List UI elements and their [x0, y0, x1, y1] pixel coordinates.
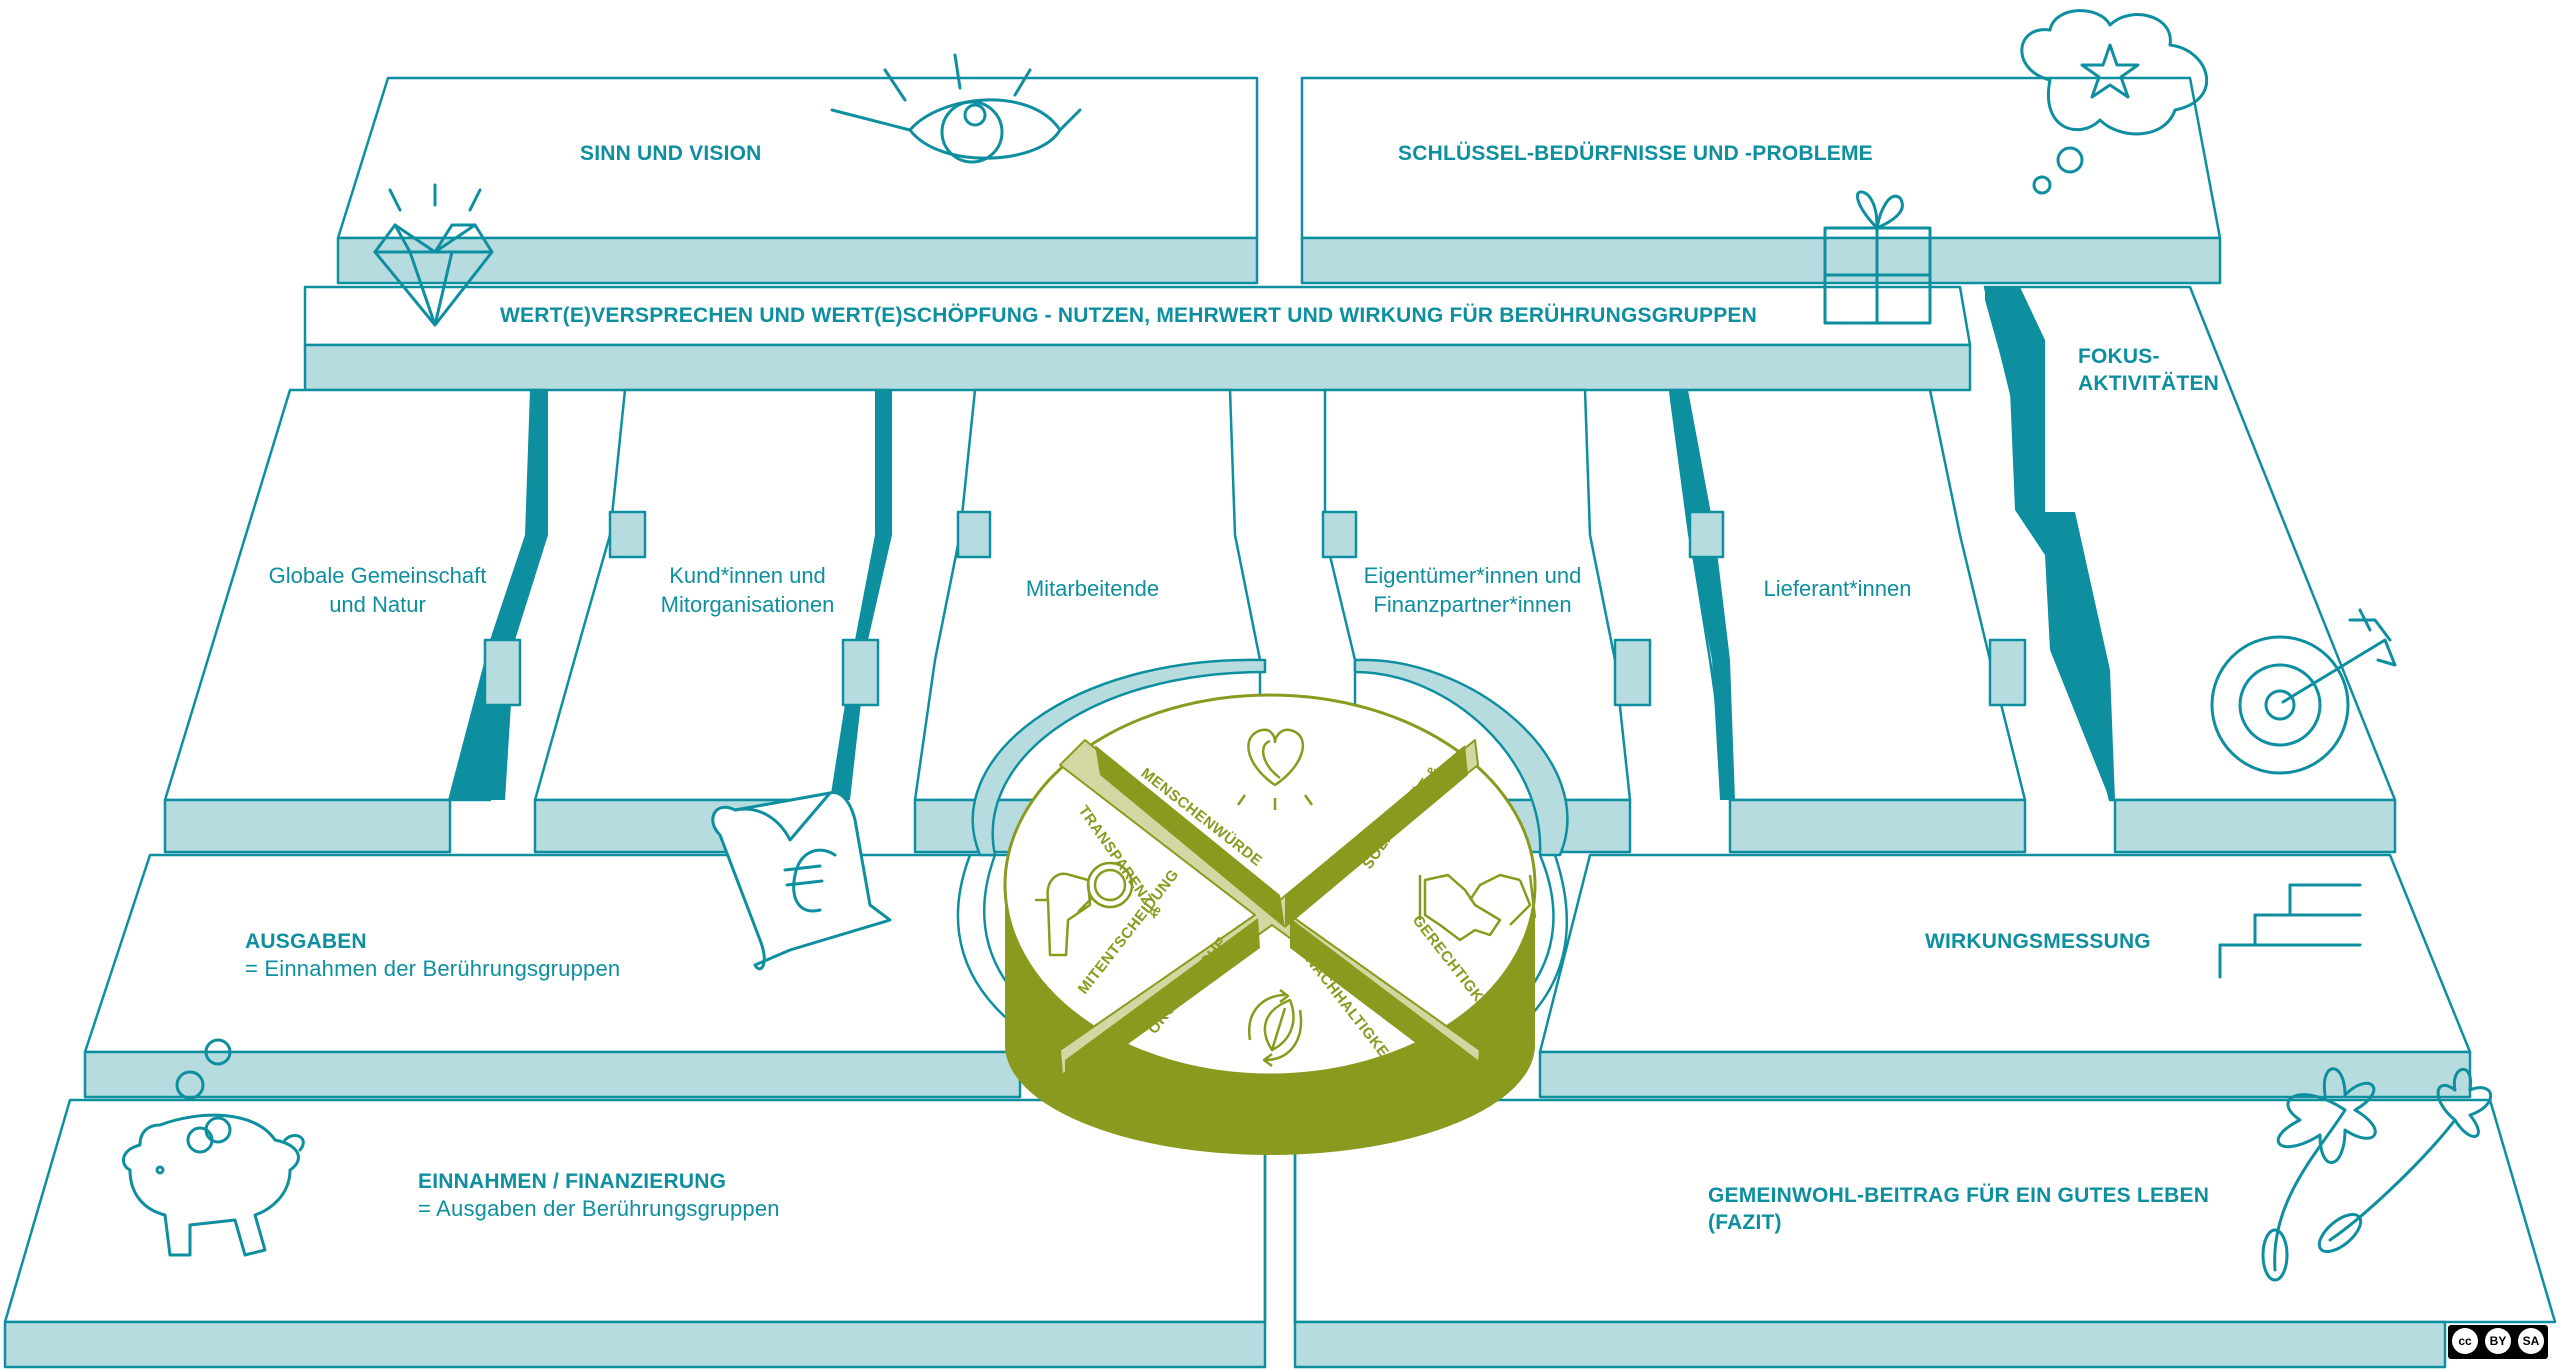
group-2-line1: Kund*innen und [669, 563, 826, 588]
group-1-line2: und Natur [329, 591, 426, 617]
panel-gemeinwohl-beitrag [1293, 1098, 2557, 1369]
cc-icon: cc [2452, 1328, 2478, 1354]
gemeinwohl-line2: (FAZIT) [1708, 1211, 1782, 1235]
piggy-bank-icon [121, 1038, 305, 1257]
panel-einnahmen [3, 1098, 1267, 1369]
diamond-icon [373, 183, 494, 327]
group-1-line1: Globale Gemeinschaft [268, 563, 487, 588]
thought-bubble-star-icon [2020, 9, 2209, 195]
panel-sinn-und-vision [336, 76, 1259, 285]
euro-receipt-icon [711, 790, 892, 971]
label-einnahmen: EINNAHMEN / FINANZIERUNG = Ausgaben der … [418, 1168, 780, 1224]
column-lieferantinnen [1668, 388, 2027, 854]
label-kundinnen: Kund*innen und Mitorganisationen [610, 562, 885, 619]
stairs-icon [2218, 883, 2362, 979]
magnifier-hand-icon [1035, 861, 1134, 957]
gemeinwohl-line1: GEMEINWOHL-BEITRAG FÜR EIN GUTES LEBEN [1708, 1184, 2210, 1207]
fokus-line1: FOKUS- [2078, 345, 2160, 368]
label-lieferantinnen: Lieferant*innen [1700, 575, 1975, 604]
leaf-recycle-icon [1247, 989, 1303, 1067]
panel-wirkungsmessung [1538, 853, 2472, 1099]
group-2-line2: Mitorganisationen [660, 591, 835, 617]
label-gemeinwohl-beitrag: GEMEINWOHL-BEITRAG FÜR EIN GUTES LEBEN (… [1708, 1182, 2209, 1237]
handshake-icon [1418, 873, 1537, 942]
gift-icon [1823, 190, 1932, 325]
label-wertversprechen: WERT(E)VERSPRECHEN UND WERT(E)SCHÖPFUNG … [500, 304, 1757, 327]
column-kundinnen [533, 388, 892, 854]
einnahmen-title: EINNAHMEN / FINANZIERUNG [418, 1170, 727, 1193]
sa-icon: SA [2518, 1328, 2544, 1354]
group-4-line1: Eigentümer*innen und [1363, 563, 1582, 588]
ausgaben-title: AUSGABEN [245, 930, 367, 953]
label-mitarbeitende: Mitarbeitende [955, 575, 1230, 604]
by-icon: BY [2485, 1328, 2511, 1354]
cc-license-badge[interactable]: cc BY SA [2448, 1325, 2548, 1359]
label-ausgaben: AUSGABEN = Einnahmen der Berührungsgrupp… [245, 928, 620, 984]
label-fokus-aktivitaeten: FOKUS- AKTIVITÄTEN [2078, 343, 2219, 398]
eye-icon [830, 53, 1082, 164]
group-5-line1: Lieferant*innen [1763, 576, 1912, 601]
group-3-line1: Mitarbeitende [1025, 576, 1160, 601]
flowers-icon [2261, 1067, 2493, 1282]
label-schluessel: SCHLÜSSEL-BEDÜRFNISSE UND -PROBLEME [1398, 142, 1873, 165]
panel-schluessel-beduerfnisse [1300, 76, 2222, 285]
label-wirkungsmessung: WIRKUNGSMESSUNG [1925, 930, 2151, 953]
panel-fokus-aktivitaeten [1983, 285, 2397, 854]
target-arrow-icon [2210, 608, 2397, 775]
label-sinn-und-vision: SINN UND VISION [580, 142, 762, 165]
heart-icon [1236, 728, 1314, 810]
label-eigentuemer: Eigentümer*innen und Finanzpartner*innen [1335, 562, 1610, 619]
column-globale-gemeinschaft [163, 388, 548, 854]
fokus-line2: AKTIVITÄTEN [2078, 372, 2220, 396]
values-disk: MENSCHENWÜRDE SOLIDARITÄT & GERECHTIGKEI… [1003, 693, 1537, 1155]
ausgaben-sub: = Einnahmen der Berührungsgruppen [245, 956, 621, 982]
label-globale-gemeinschaft: Globale Gemeinschaft und Natur [240, 562, 515, 619]
panel-wertversprechen [303, 285, 1972, 392]
einnahmen-sub: = Ausgaben der Berührungsgruppen [418, 1196, 780, 1222]
group-4-line2: Finanzpartner*innen [1373, 591, 1572, 617]
